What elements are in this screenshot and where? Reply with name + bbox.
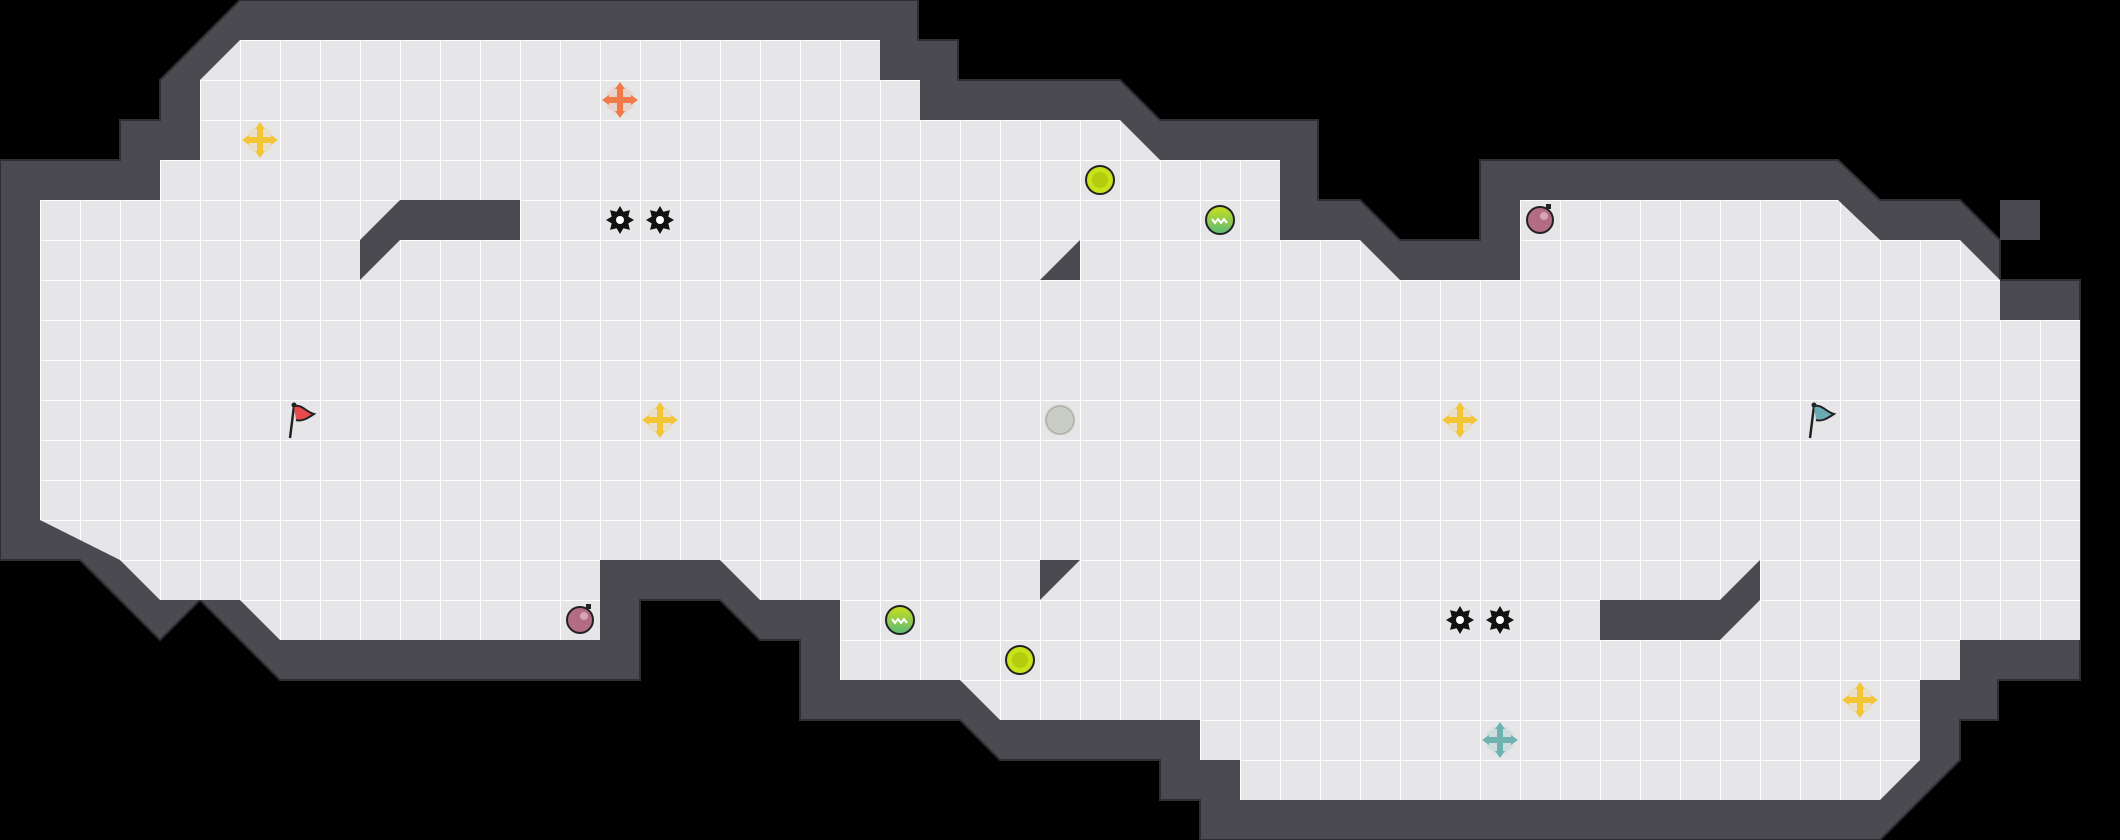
wall-wedge-bottom (1040, 560, 1080, 600)
spike-icon (1486, 606, 1514, 634)
wall-block-lower-right (1600, 560, 1760, 640)
entities (242, 82, 1878, 758)
spike-icon (1446, 606, 1474, 634)
lime-button-icon[interactable] (1085, 165, 1115, 195)
bomb-icon (566, 604, 594, 634)
lime-button-icon[interactable] (1005, 645, 1035, 675)
interior-walls (360, 200, 2040, 640)
flag-red-icon[interactable] (288, 402, 317, 439)
boost-yellow-icon[interactable] (242, 122, 278, 158)
boost-orange-icon[interactable] (602, 82, 638, 118)
wall-wedge-top (1040, 240, 1080, 280)
gate-icon (1205, 205, 1235, 235)
bomb-icon (1526, 204, 1554, 234)
center-spot (1045, 405, 1075, 435)
spike-icon (606, 206, 634, 234)
boost-yellow-icon[interactable] (642, 402, 678, 438)
flag-teal-icon[interactable] (1808, 402, 1837, 439)
gate-icon (885, 605, 915, 635)
boost-teal-icon[interactable] (1482, 722, 1518, 758)
wall-block-upper-left (360, 200, 520, 280)
spike-icon (646, 206, 674, 234)
boost-yellow-icon[interactable] (1842, 682, 1878, 718)
wall-notch-right (2000, 200, 2040, 240)
boost-yellow-icon[interactable] (1442, 402, 1478, 438)
